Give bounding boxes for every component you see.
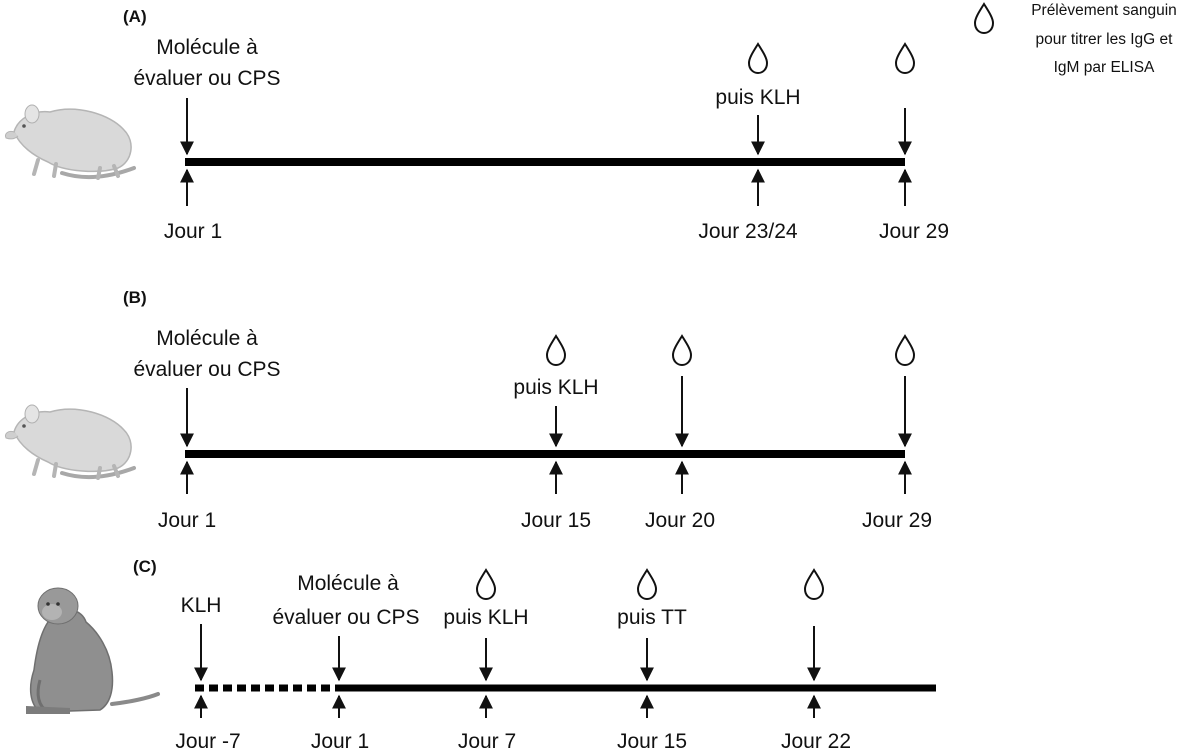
day-label: Jour 15 [617,730,687,751]
blood-drop-icon [636,568,658,601]
blood-drop-icon [747,42,769,75]
monkey-icon [26,587,160,714]
day-label: Jour 29 [862,509,932,532]
day-label: Jour 29 [879,220,949,243]
event-top-label: KLH [181,594,222,617]
rat-icon [5,404,136,480]
day-label: Jour 22 [781,730,851,751]
panel-letter: (B) [123,288,147,307]
administration-line-2: évaluer ou CPS [133,358,280,381]
administration-line-1: Molécule à [156,36,258,59]
blood-drop-icon [803,568,825,601]
blood-drop-icon [545,334,567,367]
legend-line-3: IgM par ELISA [1054,59,1155,76]
day-label: Jour 1 [164,220,222,243]
blood-drop-icon [973,2,995,35]
legend: Prélèvement sanguin pour titrer les IgG … [973,2,1177,76]
blood-drop-icon [475,568,497,601]
event-top-label: puis KLH [715,86,800,109]
blood-drop-icon [894,334,916,367]
panel-letter: (A) [123,7,147,26]
administration-line-1: Molécule à [297,572,399,595]
event-top-label: puis TT [617,606,687,629]
day-label: Jour -7 [175,730,240,751]
event-top-label: puis KLH [443,606,528,629]
day-label: Jour 15 [521,509,591,532]
administration-line-2: évaluer ou CPS [272,606,419,629]
rat-icon [5,104,136,180]
event-top-label: puis KLH [513,376,598,399]
legend-line-2: pour titrer les IgG et [1036,31,1174,48]
administration-line-1: Molécule à [156,327,258,350]
day-label: Jour 1 [158,509,216,532]
legend-line-1: Prélèvement sanguin [1031,2,1177,19]
panel-a: (A) Molécule à évaluer ou CPS Jour 1 pui… [5,7,949,243]
blood-drop-icon [671,334,693,367]
panel-letter: (C) [133,557,157,576]
administration-line-2: évaluer ou CPS [133,67,280,90]
day-label: Jour 7 [458,730,516,751]
blood-drop-icon [894,42,916,75]
panel-b: (B) Molécule à évaluer ou CPS Jour 1 pui… [5,288,932,532]
day-label: Jour 23/24 [698,220,798,243]
panel-c: (C) KLH Jour -7 Molécule à évaluer ou CP… [26,557,936,751]
day-label: Jour 1 [311,730,369,751]
day-label: Jour 20 [645,509,715,532]
